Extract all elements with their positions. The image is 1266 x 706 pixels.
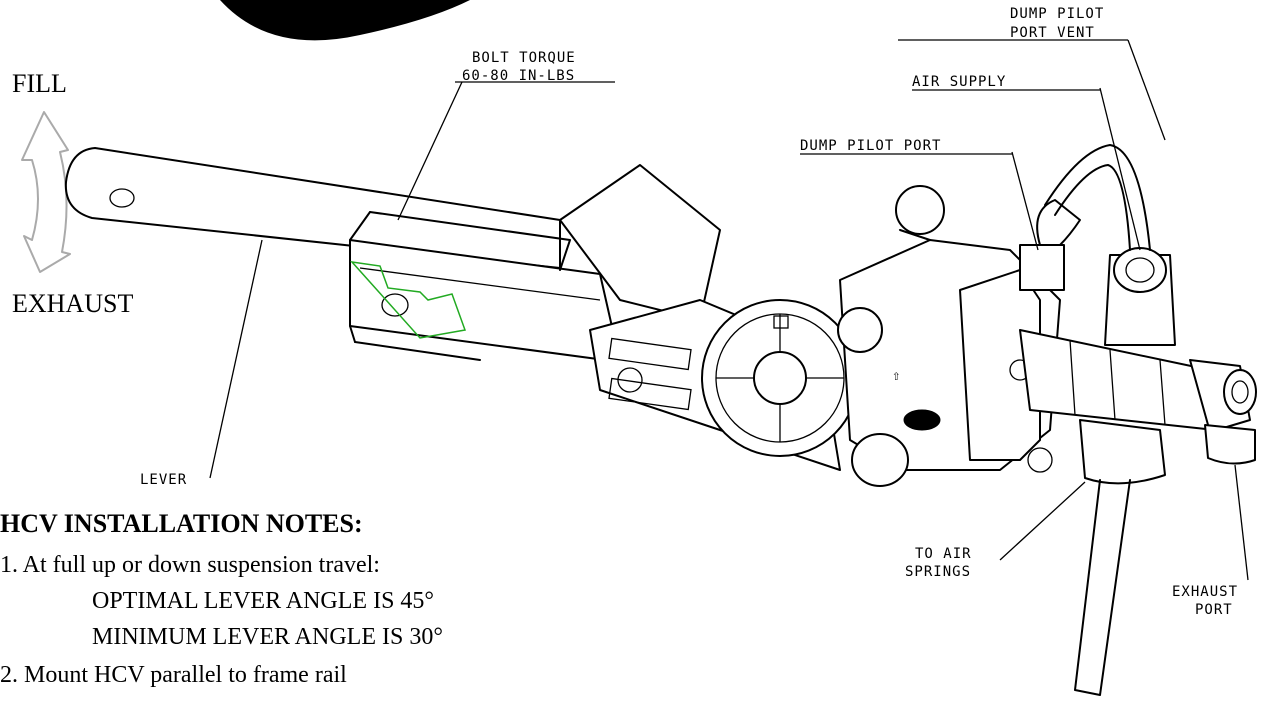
pilot-vent-tube <box>1044 144 1151 251</box>
notes-item-1a: OPTIMAL LEVER ANGLE IS 45° <box>92 588 434 614</box>
exhaust-port-stub <box>1204 424 1256 465</box>
dump-pilot-port-vent-label-line2: PORT VENT <box>1010 25 1095 41</box>
notes-item-1: 1. At full up or down suspension travel: <box>0 552 380 578</box>
notes-item-2: 2. Mount HCV parallel to frame rail <box>0 662 347 688</box>
to-air-springs-label-line1: TO AIR <box>915 546 972 562</box>
bolt-torque-label-line2: 60-80 IN-LBS <box>462 68 575 84</box>
exhaust-port-label-line1: EXHAUST <box>1172 584 1238 600</box>
up-arrow-icon: ⇧ <box>892 368 901 384</box>
brand-logo-icon <box>903 409 941 431</box>
bolt-torque-label-line1: BOLT TORQUE <box>472 50 576 66</box>
lever-label: LEVER <box>140 472 187 488</box>
lever-clamp <box>349 211 621 363</box>
to-air-springs-label-line2: SPRINGS <box>905 564 971 580</box>
notes-item-1b: MINIMUM LEVER ANGLE IS 30° <box>92 624 443 650</box>
dump-pilot-port-label: DUMP PILOT PORT <box>800 138 941 154</box>
cam-disk <box>701 299 859 457</box>
exhaust-port-label-line2: PORT <box>1195 602 1233 618</box>
air-spring-tube <box>1074 419 1166 696</box>
air-supply-port <box>1104 247 1176 346</box>
dump-pilot-port-vent-label-line1: DUMP PILOT <box>1010 6 1104 22</box>
direction-arrow-icon <box>21 111 71 273</box>
air-supply-label: AIR SUPPLY <box>912 74 1006 90</box>
leader-lines <box>209 39 1249 581</box>
lever-arm <box>64 147 561 269</box>
dump-pilot-fitting <box>1019 199 1081 291</box>
top-arc <box>220 0 470 41</box>
exhaust-label: EXHAUST <box>12 289 133 318</box>
notes-heading: HCV INSTALLATION NOTES: <box>0 509 363 538</box>
valve-barrel <box>1019 329 1257 433</box>
fill-label: FILL <box>12 69 67 98</box>
